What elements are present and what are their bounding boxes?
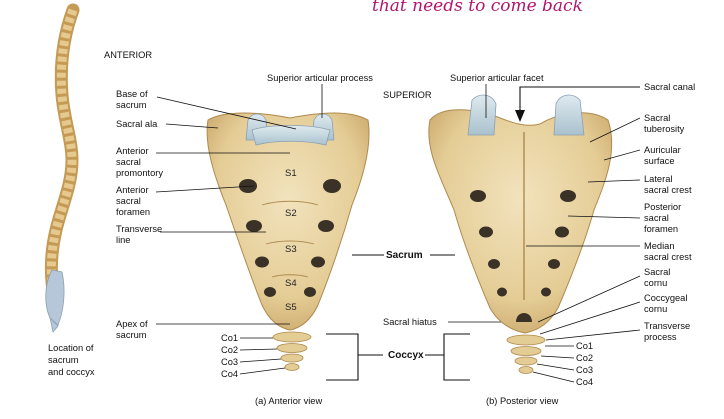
label-anterior-sacral-promontory-3: promontory — [116, 168, 163, 178]
label-superior-articular-process: Superior articular process — [267, 73, 373, 83]
caption-anterior-view: (a) Anterior view — [255, 396, 322, 406]
label-transverse-process-2: process — [644, 332, 677, 342]
label-transverse-line-1: Transverse — [116, 224, 162, 234]
segment-s4: S4 — [285, 278, 297, 289]
label-anterior-sacral-promontory-2: sacral — [116, 157, 141, 167]
label-lateral-sacral-crest-1: Lateral — [644, 174, 672, 184]
leader-sacral-tuberosity — [589, 117, 641, 143]
label-anterior-co4: Co4 — [221, 369, 238, 379]
label-sacral-tuberosity-1: Sacral — [644, 113, 670, 123]
leader-posterior-co2 — [540, 355, 575, 359]
label-posterior-sacral-foramen-2: sacral — [644, 213, 669, 223]
label-anterior-sacral-foramen-1: Anterior — [116, 185, 149, 195]
caption-posterior-view: (b) Posterior view — [486, 396, 559, 406]
spine-caption-line1: Location of — [48, 343, 94, 353]
label-coccygeal-cornu-1: Coccygeal — [644, 293, 687, 303]
label-posterior-sacral-foramen-3: foramen — [644, 224, 678, 234]
leader-anterior-co4 — [239, 367, 286, 375]
segment-s1: S1 — [285, 168, 297, 179]
label-posterior-co2: Co2 — [576, 353, 593, 363]
label-superior-articular-facet: Superior articular facet — [450, 73, 544, 83]
leader-posterior-co4 — [532, 371, 575, 383]
leader-sacral-cornu — [537, 275, 641, 323]
segment-s2: S2 — [285, 208, 297, 219]
label-sacral-hiatus: Sacral hiatus — [383, 317, 437, 327]
label-median-sacral-crest-1: Median — [644, 241, 675, 251]
bracket-coccyx-right — [443, 333, 470, 381]
spine-caption-line2: sacrum — [48, 355, 79, 365]
label-auricular-surface-1: Auricular — [644, 145, 681, 155]
label-coccygeal-cornu-2: cornu — [644, 304, 667, 314]
label-anterior-co2: Co2 — [221, 345, 238, 355]
bracket-coccyx-left — [326, 333, 359, 381]
label-anterior-sacral-promontory-1: Anterior — [116, 146, 149, 156]
leader-sacral-ala — [165, 123, 219, 129]
label-lateral-sacral-crest-2: sacral crest — [644, 185, 692, 195]
leader-anterior-co3 — [239, 358, 282, 363]
segment-s5: S5 — [285, 302, 297, 313]
label-posterior-co4: Co4 — [576, 377, 593, 387]
label-median-sacral-crest-2: sacral crest — [644, 252, 692, 262]
anterior-sacrum-bone — [206, 112, 370, 371]
label-sacral-cornu-1: Sacral — [644, 267, 670, 277]
label-transverse-process-1: Transverse — [644, 321, 690, 331]
spine-illustration — [44, 3, 80, 333]
label-anterior-co1: Co1 — [221, 333, 238, 343]
label-sacrum: Sacrum — [386, 250, 423, 261]
segment-s3: S3 — [285, 244, 297, 255]
label-sacral-canal: Sacral canal — [644, 82, 695, 92]
label-anterior-sacral-foramen-2: sacral — [116, 196, 141, 206]
label-transverse-line-2: line — [116, 235, 130, 245]
label-apex-of-sacrum-2: sacrum — [116, 330, 147, 340]
leader-sacral-canal — [519, 86, 640, 118]
leader-lateral-sacral-crest — [587, 179, 641, 183]
label-posterior-co1: Co1 — [576, 341, 593, 351]
label-sacral-ala: Sacral ala — [116, 119, 158, 129]
leader-coccygeal-cornu — [539, 301, 641, 335]
superior-heading: SUPERIOR — [383, 90, 432, 100]
label-sacral-tuberosity-2: tuberosity — [644, 124, 685, 134]
arrowhead-sacral-canal — [515, 110, 525, 122]
leader-base-of-sacrum — [156, 96, 297, 130]
leader-transverse-process — [545, 329, 641, 341]
anterior-heading: ANTERIOR — [104, 50, 152, 60]
leader-auricular-surface — [603, 149, 641, 161]
leader-anterior-co2 — [239, 348, 278, 351]
label-anterior-co3: Co3 — [221, 357, 238, 367]
leader-anterior-sacral-foramen — [155, 185, 255, 193]
label-anterior-sacral-foramen-3: foramen — [116, 207, 150, 217]
leader-posterior-sacral-foramen — [567, 215, 641, 219]
label-apex-of-sacrum-1: Apex of — [116, 319, 148, 329]
label-sacral-cornu-2: cornu — [644, 278, 667, 288]
label-posterior-co3: Co3 — [576, 365, 593, 375]
posterior-sacrum-bone — [428, 94, 613, 374]
label-base-of-sacrum-2: sacrum — [116, 100, 147, 110]
label-posterior-sacral-foramen-1: Posterior — [644, 202, 681, 212]
label-auricular-surface-2: surface — [644, 156, 675, 166]
handwritten-note: that needs to come back — [372, 0, 583, 16]
spine-caption-line3: and coccyx — [48, 367, 95, 377]
label-base-of-sacrum-1: Base of — [116, 89, 148, 99]
leader-posterior-co3 — [536, 363, 575, 371]
label-coccyx: Coccyx — [388, 350, 424, 361]
